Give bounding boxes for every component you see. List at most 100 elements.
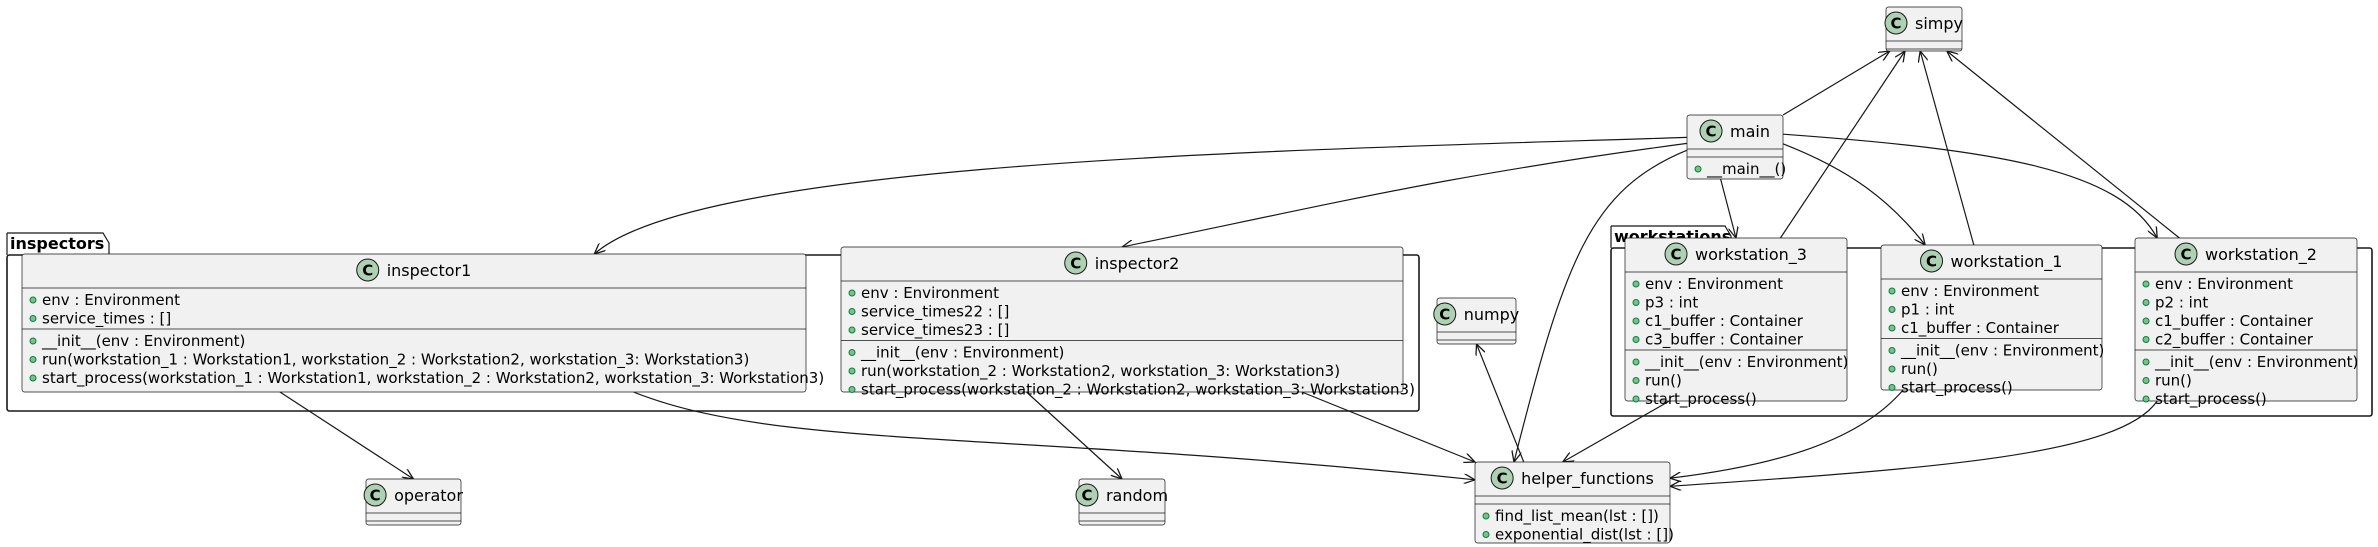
class-stereotype-icon — [1075, 483, 1099, 507]
class-name: operator — [394, 486, 463, 505]
class-attribute: p3 : int — [1645, 294, 1698, 312]
package-name: inspectors — [10, 234, 104, 253]
relation-main-to-inspector1 — [594, 136, 1688, 254]
stereotype-letter: C — [1497, 470, 1508, 488]
public-visibility-icon — [29, 374, 37, 382]
stereotype-letter: C — [1070, 255, 1081, 273]
public-visibility-icon — [2142, 358, 2150, 366]
class-name: random — [1106, 486, 1168, 505]
stereotype-letter: C — [1671, 246, 1682, 264]
public-visibility-icon — [848, 349, 856, 356]
relation-workstation_2-to-simpy — [1947, 51, 2180, 239]
relation-workstation_1-to-simpy — [1920, 51, 1975, 246]
class-method: __init__(env : Environment) — [1900, 342, 2104, 361]
class-attribute: env : Environment — [861, 284, 999, 302]
class-attribute: env : Environment — [2155, 275, 2293, 293]
class-method: __init__(env : Environment) — [2154, 353, 2358, 372]
relation-main-to-inspector2 — [1122, 142, 1688, 247]
class-stereotype-icon — [363, 483, 387, 507]
stereotype-letter: C — [2181, 246, 2192, 264]
class-stereotype-icon — [1490, 466, 1514, 490]
class-method: run(workstation_1 : Workstation1, workst… — [42, 351, 749, 370]
class-method: __init__(env : Environment) — [860, 344, 1064, 363]
class-method: exponential_dist(lst : []) — [1495, 526, 1674, 545]
stereotype-letter: C — [1439, 306, 1450, 324]
public-visibility-icon — [848, 308, 856, 315]
public-visibility-icon — [1482, 512, 1490, 520]
class-name: workstation_3 — [1695, 245, 1807, 265]
public-visibility-icon — [1888, 306, 1896, 313]
public-visibility-icon — [2142, 317, 2150, 325]
relation-main-to-simpy — [1782, 51, 1890, 116]
relation-workstation_3-to-simpy — [1779, 51, 1905, 239]
class-box — [2134, 237, 2358, 402]
public-visibility-icon — [1482, 531, 1490, 538]
class-attribute: c1_buffer : Container — [1645, 312, 1804, 331]
stereotype-letter: C — [362, 262, 373, 280]
class-box — [1624, 237, 1848, 402]
class-attribute: c1_buffer : Container — [1901, 319, 2060, 338]
public-visibility-icon — [1632, 299, 1640, 306]
class-method: __init__(env : Environment) — [41, 332, 245, 351]
public-visibility-icon — [848, 367, 856, 375]
class-attribute: p2 : int — [2155, 294, 2208, 312]
class-box — [840, 246, 1404, 393]
class-name: main — [1730, 122, 1770, 141]
class-name: workstation_1 — [1951, 252, 2063, 272]
class-attribute: c1_buffer : Container — [2155, 312, 2314, 331]
public-visibility-icon — [1888, 287, 1896, 295]
stereotype-letter: C — [1926, 253, 1937, 271]
class-stereotype-icon — [356, 258, 380, 282]
public-visibility-icon — [1632, 358, 1640, 366]
class-box — [1474, 461, 1671, 544]
class-attribute: p1 : int — [1901, 301, 1954, 319]
class-stereotype-icon — [1884, 11, 1908, 35]
class-name: inspector2 — [1095, 254, 1180, 273]
relation-inspector1-to-helper_functions — [633, 391, 1475, 480]
class-stereotype-icon — [2174, 242, 2198, 266]
public-visibility-icon — [2142, 299, 2150, 306]
class-attribute: env : Environment — [1901, 282, 2039, 300]
class-box — [1880, 244, 2103, 391]
public-visibility-icon — [1632, 317, 1640, 325]
public-visibility-icon — [29, 315, 37, 322]
stereotype-letter: C — [1890, 15, 1901, 33]
relation-inspector2-to-random — [1026, 391, 1122, 479]
public-visibility-icon — [1888, 365, 1896, 373]
stereotype-letter: C — [1081, 487, 1092, 505]
public-visibility-icon — [2142, 280, 2150, 288]
relation-main-to-workstation_3 — [1720, 178, 1736, 238]
class-method: start_process() — [2155, 390, 2267, 409]
relation-main-to-workstation_2 — [1782, 133, 2157, 238]
class-name: inspector1 — [387, 261, 472, 280]
class-attribute: env : Environment — [42, 291, 180, 309]
class-attribute: env : Environment — [1645, 275, 1783, 293]
public-visibility-icon — [29, 337, 37, 345]
class-method: start_process(workstation_2 : Workstatio… — [861, 381, 1415, 400]
public-visibility-icon — [2142, 377, 2150, 384]
public-visibility-icon — [1632, 280, 1640, 288]
class-method: run(workstation_2 : Workstation2, workst… — [861, 362, 1340, 381]
class-attribute: c3_buffer : Container — [1645, 331, 1804, 350]
relation-workstation_1-to-helper_functions — [1670, 389, 1904, 478]
public-visibility-icon — [1888, 384, 1896, 391]
class-box — [21, 253, 807, 393]
class-stereotype-icon — [1920, 249, 1944, 273]
class-name: workstation_2 — [2205, 245, 2317, 265]
public-visibility-icon — [848, 326, 856, 334]
class-stereotype-icon — [1664, 242, 1688, 266]
class-stereotype-icon — [1699, 119, 1723, 143]
public-visibility-icon — [848, 386, 856, 393]
package-tab — [7, 232, 110, 255]
relation-main-to-workstation_1 — [1782, 143, 1925, 245]
relation-workstation_3-to-helper_functions — [1563, 400, 1670, 462]
